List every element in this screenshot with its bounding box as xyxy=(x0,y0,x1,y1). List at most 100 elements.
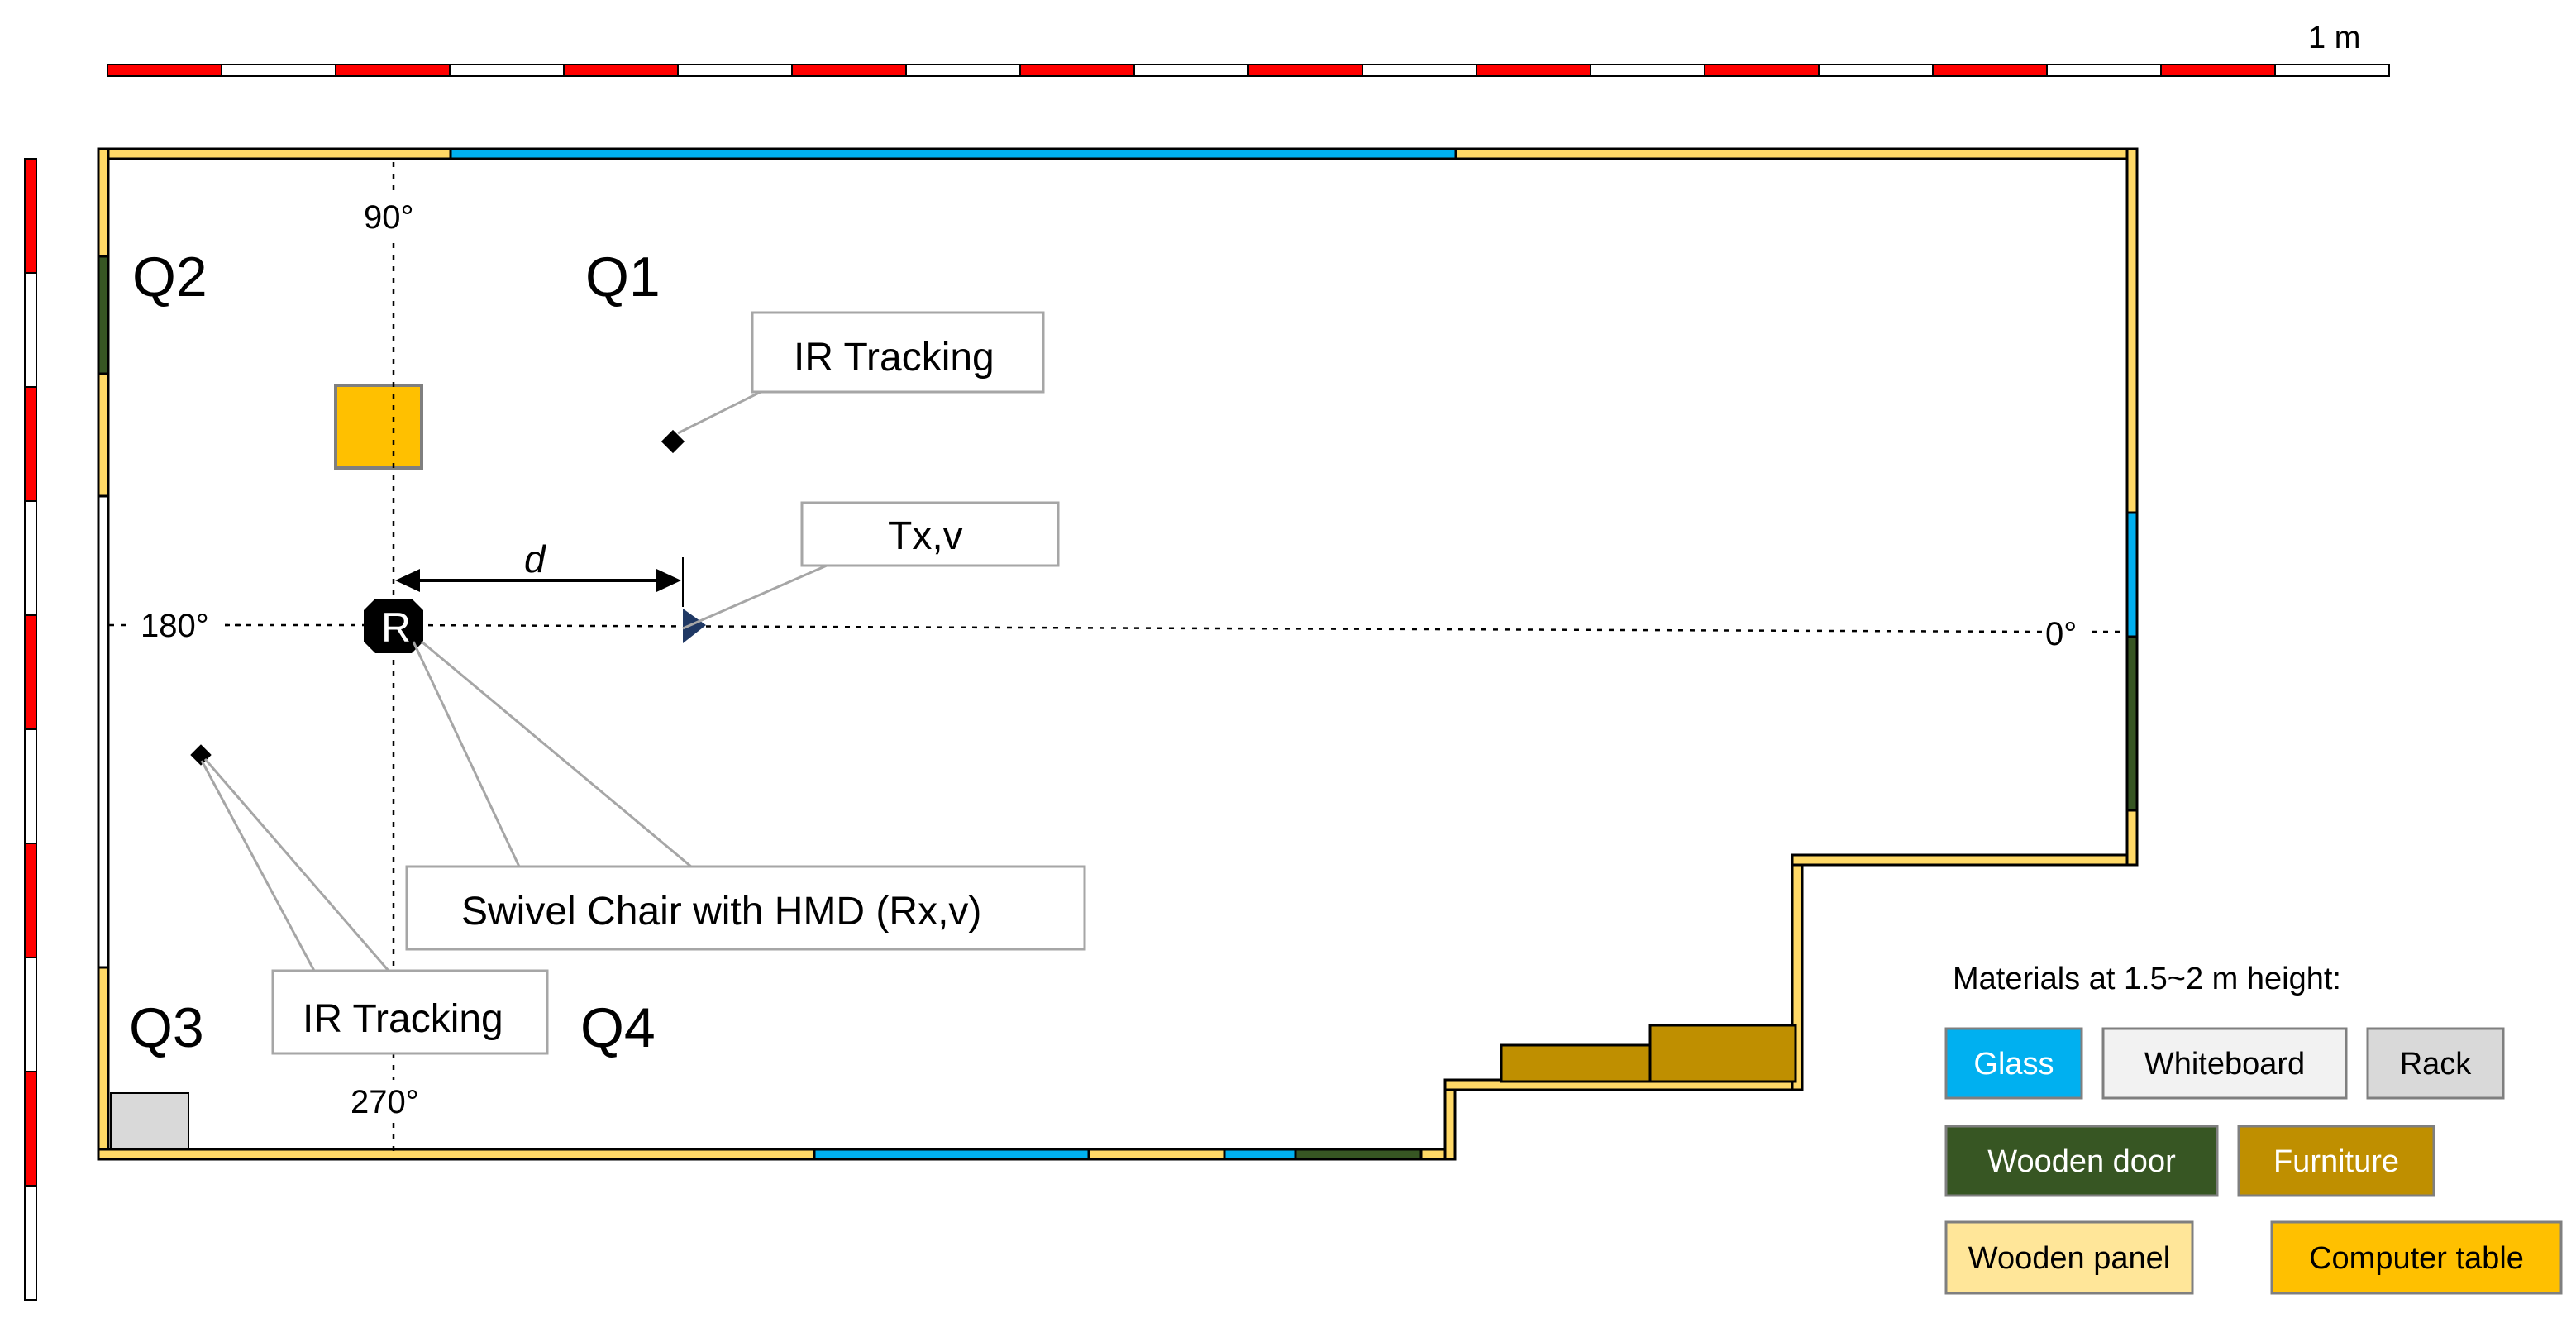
right-wall-panel-top xyxy=(2125,147,2139,514)
bottom-wall-glass-left xyxy=(813,1148,1090,1161)
scale-segment xyxy=(24,386,37,502)
scale-segment xyxy=(1818,64,1934,77)
callout-boxes xyxy=(271,311,1086,1055)
bottom-wall-door xyxy=(1294,1148,1423,1161)
callout-box-ir-bottom xyxy=(271,969,549,1055)
legend-item-rack: Rack xyxy=(2366,1027,2505,1100)
scale-segment xyxy=(24,728,37,844)
legend-item-computer-table: Computer table xyxy=(2270,1220,2563,1295)
callout-box-swivel-chair xyxy=(405,865,1086,951)
angle-label-180: 180° xyxy=(141,608,209,644)
scale-segment xyxy=(24,957,37,1072)
legend-label: Furniture xyxy=(2273,1144,2399,1179)
quadrant-label-q2: Q2 xyxy=(132,246,208,308)
horizontal-scale-bar xyxy=(107,64,2390,77)
step-wall-low-vertical xyxy=(1443,1078,1457,1161)
legend-label: Rack xyxy=(2400,1047,2473,1082)
legend-swatch xyxy=(1944,1125,2219,1197)
legend-item-wooden-door: Wooden door xyxy=(1944,1125,2219,1197)
scale-segment xyxy=(1590,64,1705,77)
horizontal-axis-right xyxy=(393,623,2043,633)
scale-segment xyxy=(24,1185,37,1301)
distance-label: d xyxy=(524,537,546,580)
legend-title: Materials at 1.5~2 m height: xyxy=(1953,962,2341,996)
computer-table xyxy=(334,384,423,470)
scale-segment xyxy=(1932,64,2048,77)
scale-segment xyxy=(1247,64,1363,77)
scale-segment xyxy=(1362,64,1477,77)
legend-swatch xyxy=(2366,1027,2505,1100)
scale-segment xyxy=(1704,64,1820,77)
bottom-wall-glass-right xyxy=(1223,1148,1297,1161)
legend-item-wooden-panel: Wooden panel xyxy=(1944,1220,2194,1295)
transmitter-icon xyxy=(683,609,706,643)
right-wall-panel-bottom xyxy=(2125,809,2139,867)
legend-swatch xyxy=(1944,1027,2083,1100)
legend-label: Wooden door xyxy=(1987,1144,2176,1179)
scale-segment xyxy=(563,64,679,77)
legend-swatch xyxy=(2101,1027,2348,1100)
angle-label-270: 270° xyxy=(351,1084,419,1120)
receiver-icon xyxy=(364,599,423,653)
legend-label: Whiteboard xyxy=(2144,1047,2305,1082)
legend-swatch xyxy=(2237,1125,2435,1197)
scale-segment xyxy=(107,64,222,77)
scale-segment xyxy=(335,64,451,77)
scale-segment xyxy=(1133,64,1249,77)
top-wall-panel-right xyxy=(1454,147,2130,160)
angle-label-0: 0° xyxy=(2045,616,2077,652)
right-wall-glass xyxy=(2125,511,2139,638)
callout-text-transmitter: Tx,v xyxy=(888,514,963,558)
furniture-large xyxy=(1648,1024,1797,1083)
legend-swatch xyxy=(1944,1220,2194,1295)
room-walls xyxy=(97,147,2139,1161)
scale-segment xyxy=(24,500,37,616)
scale-segment xyxy=(24,272,37,388)
scale-segment xyxy=(2274,64,2390,77)
legend-swatch xyxy=(2270,1220,2563,1295)
distance-arrow xyxy=(395,557,684,607)
scale-segment xyxy=(677,64,793,77)
scale-segment xyxy=(24,1071,37,1187)
scale-segment xyxy=(1476,64,1591,77)
callout-text-ir-top: IR Tracking xyxy=(794,336,995,380)
vertical-scale-bar xyxy=(24,158,37,1301)
scale-label: 1 m xyxy=(2308,21,2360,55)
left-wall-panel-mid xyxy=(97,372,110,498)
scale-segment xyxy=(2046,64,2162,77)
scale-segment xyxy=(24,158,37,274)
left-wall-door xyxy=(97,255,110,375)
callout-box-transmitter xyxy=(800,501,1060,567)
scale-segment xyxy=(449,64,565,77)
step-wall-top-horizontal xyxy=(1791,853,2138,867)
angle-label-90: 90° xyxy=(364,199,414,236)
rack xyxy=(110,1092,189,1150)
quadrant-label-q3: Q3 xyxy=(129,996,204,1059)
scale-segment xyxy=(221,64,336,77)
left-wall-panel-top xyxy=(97,147,110,258)
bottom-wall-panel-mid xyxy=(1087,1148,1226,1161)
scale-segment xyxy=(24,614,37,730)
bottom-wall-panel-left xyxy=(97,1148,816,1161)
furniture-small xyxy=(1500,1043,1655,1083)
legend-label: Wooden panel xyxy=(1968,1241,2170,1276)
top-wall-glass xyxy=(449,147,1457,160)
callout-text-swivel-chair: Swivel Chair with HMD (Rx,v) xyxy=(461,890,981,934)
quadrant-label-q1: Q1 xyxy=(585,246,661,308)
ir-tracker-marker-top xyxy=(661,429,685,454)
legend-item-glass: Glass xyxy=(1944,1027,2083,1100)
scale-segment xyxy=(2160,64,2276,77)
top-wall-panel-left xyxy=(97,147,452,160)
legend-label: Glass xyxy=(1973,1047,2054,1082)
quadrant-label-q4: Q4 xyxy=(580,996,656,1059)
scale-segment xyxy=(791,64,907,77)
legend-item-furniture: Furniture xyxy=(2237,1125,2435,1197)
scale-segment xyxy=(24,843,37,958)
legend-item-whiteboard: Whiteboard xyxy=(2101,1027,2348,1100)
right-wall-door xyxy=(2125,635,2139,812)
callout-text-ir-bottom: IR Tracking xyxy=(303,997,503,1041)
scale-segment xyxy=(905,64,1021,77)
legend-label: Computer table xyxy=(2309,1241,2524,1276)
